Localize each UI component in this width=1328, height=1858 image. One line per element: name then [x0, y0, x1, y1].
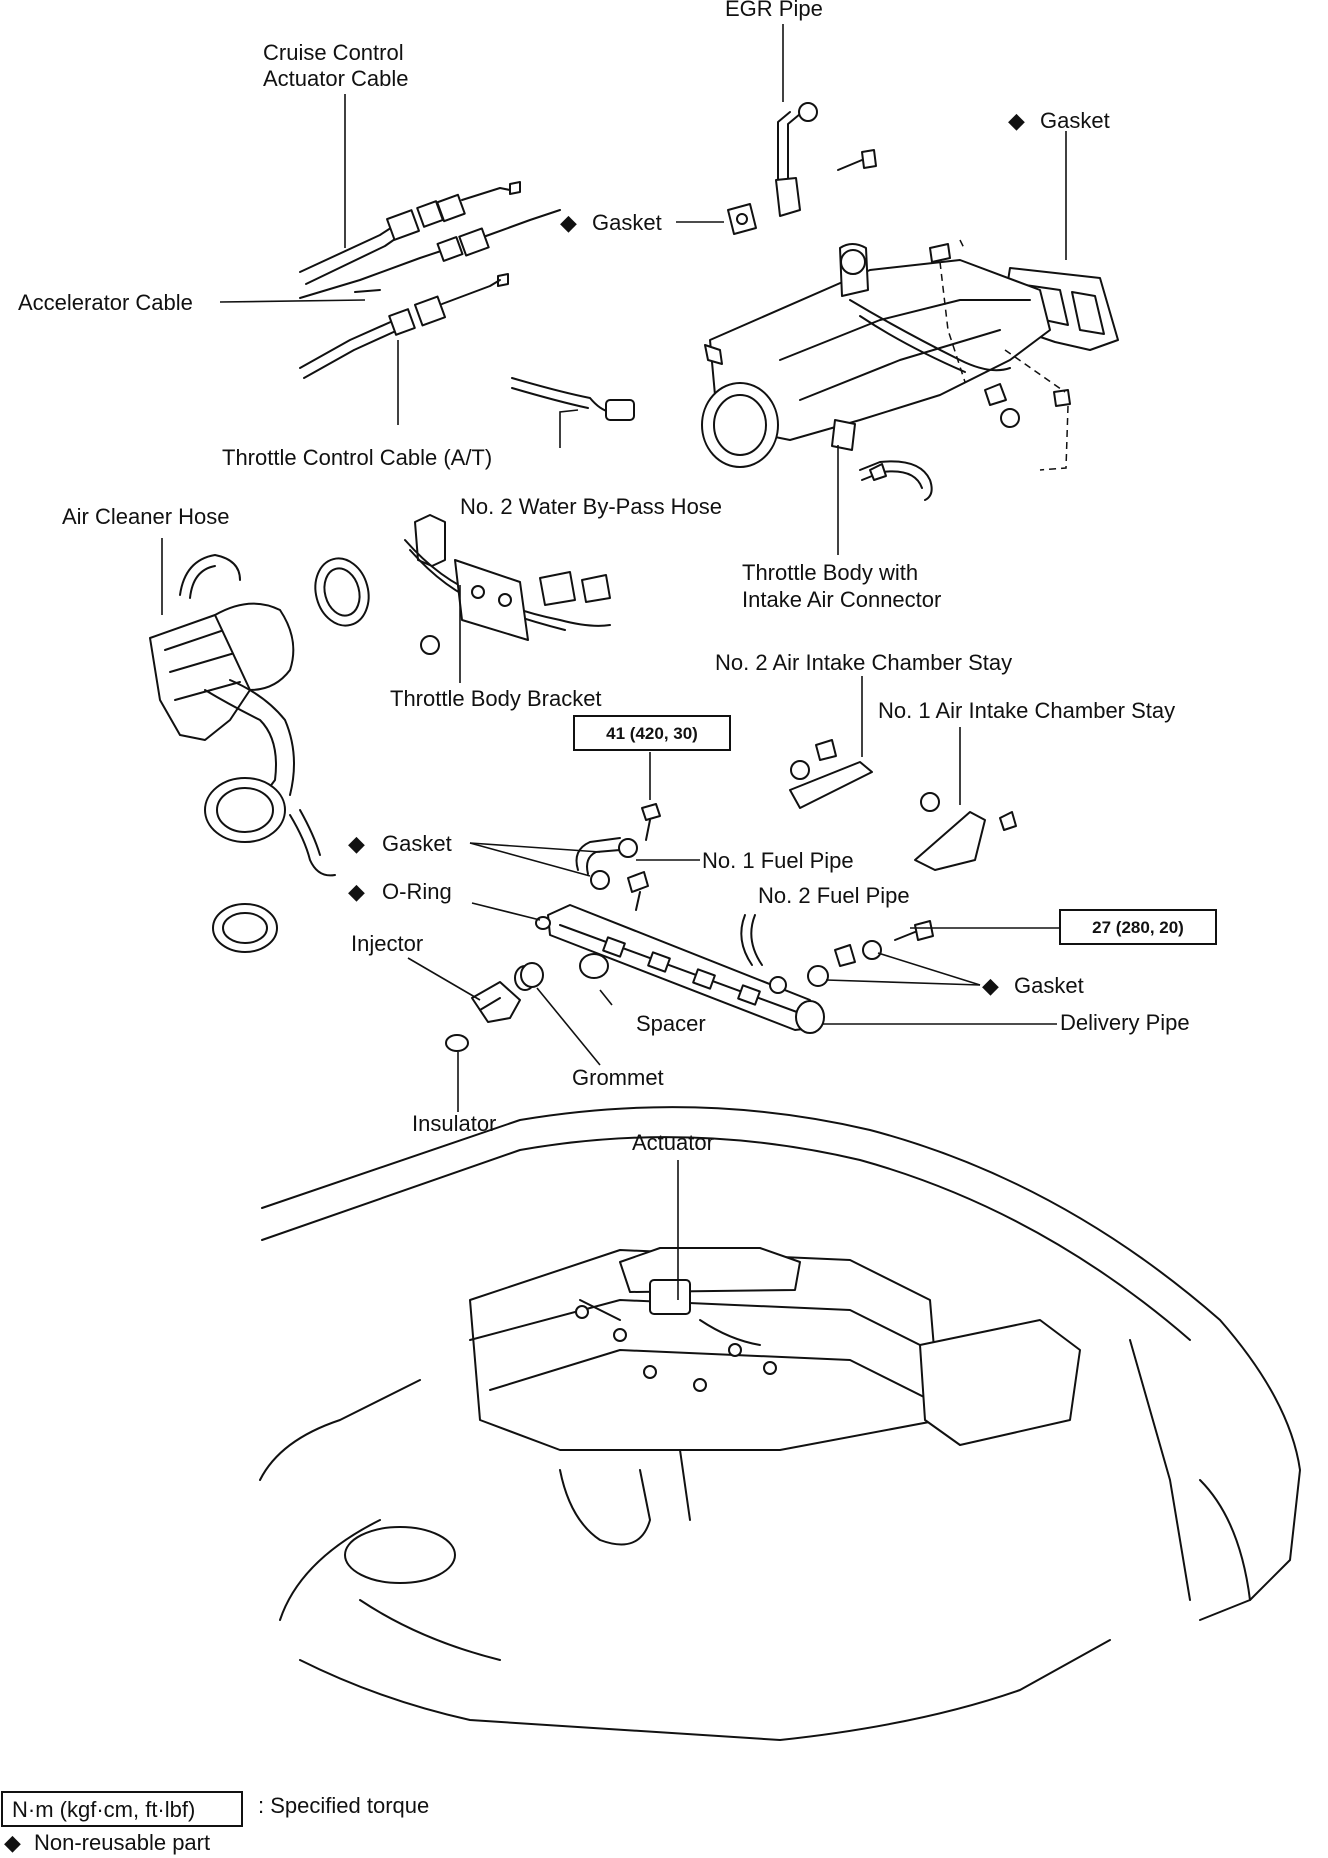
label-no1-stay: No. 1 Air Intake Chamber Stay	[878, 698, 1175, 723]
grommet-drawing	[520, 962, 544, 988]
label-accelerator-cable: Accelerator Cable	[18, 290, 193, 315]
nonreusable-marker-gasket-egr: ◆	[560, 210, 577, 235]
label-no2-fuel-pipe: No. 2 Fuel Pipe	[758, 883, 910, 908]
water-bypass-hose-drawing	[511, 377, 635, 421]
delivery-pipe-bolt-drawing	[894, 920, 934, 941]
no1-stay-drawing	[914, 792, 1017, 871]
nonreusable-marker-gasket-intake: ◆	[1008, 108, 1025, 133]
label-throttle-body-bracket: Throttle Body Bracket	[390, 686, 602, 711]
egr-pipe-drawing	[775, 102, 877, 217]
nonreusable-marker-gasket-delivery: ◆	[982, 973, 999, 998]
label-cruise-cable-line2: Actuator Cable	[263, 66, 409, 91]
label-grommet: Grommet	[572, 1065, 664, 1090]
label-gasket-fuel: Gasket	[382, 831, 452, 856]
label-delivery-pipe: Delivery Pipe	[1060, 1010, 1190, 1035]
label-throttle-body-line1: Throttle Body with	[742, 560, 918, 585]
throttle-body-bracket-drawing	[404, 514, 611, 655]
air-cleaner-clamp-drawing	[314, 557, 370, 627]
spacer-drawing	[579, 953, 609, 979]
engine-bay-drawing	[259, 1106, 1301, 1741]
legend-torque-box	[1, 1791, 243, 1827]
legend: N·m (kgf·cm, ft·lbf) : Specified torque …	[1, 1791, 429, 1855]
label-insulator: Insulator	[412, 1111, 496, 1136]
egr-gasket-drawing	[727, 203, 757, 235]
torque-box-delivery-pipe	[1059, 909, 1217, 945]
legend-nonreusable-marker: ◆	[4, 1830, 21, 1855]
delivery-gasket-drawing	[807, 940, 882, 987]
torque-box-fuel-pipe	[573, 715, 731, 751]
label-egr-pipe: EGR Pipe	[725, 0, 823, 21]
torque-delivery-pipe-bolt: 27 (280, 20)	[1092, 918, 1184, 937]
air-cleaner-hose-drawing	[149, 554, 336, 877]
no1-fuel-pipe-drawing	[575, 837, 649, 911]
label-spacer: Spacer	[636, 1011, 706, 1036]
label-no2-stay: No. 2 Air Intake Chamber Stay	[715, 650, 1012, 675]
no2-fuel-pipe-drawing	[740, 914, 763, 966]
label-cruise-cable-line1: Cruise Control	[263, 40, 404, 65]
insulator-drawing	[445, 1034, 469, 1052]
legend-torque-description: : Specified torque	[258, 1793, 429, 1818]
label-water-bypass-hose: No. 2 Water By-Pass Hose	[460, 494, 722, 519]
fuel-pipe-bolt-drawing	[641, 803, 661, 841]
label-air-cleaner-hose: Air Cleaner Hose	[62, 504, 230, 529]
label-gasket-intake: Gasket	[1040, 108, 1110, 133]
label-gasket-egr: Gasket	[592, 210, 662, 235]
legend-torque-units: N·m (kgf·cm, ft·lbf)	[12, 1797, 195, 1822]
lower-clamp-drawing	[212, 903, 278, 953]
label-actuator: Actuator	[632, 1130, 714, 1155]
label-throttle-body-line2: Intake Air Connector	[742, 587, 941, 612]
throttle-body-drawing	[701, 239, 1071, 501]
label-gasket-delivery: Gasket	[1014, 973, 1084, 998]
accelerator-cable-drawing	[299, 209, 561, 299]
label-no1-fuel-pipe: No. 1 Fuel Pipe	[702, 848, 854, 873]
torque-fuel-pipe-bolt: 41 (420, 30)	[606, 724, 698, 743]
label-o-ring: O-Ring	[382, 879, 452, 904]
delivery-pipe-drawing	[547, 904, 825, 1034]
nonreusable-marker-gasket-fuel: ◆	[348, 831, 365, 856]
no2-stay-drawing	[789, 739, 873, 809]
throttle-control-cable-drawing	[299, 273, 509, 379]
label-throttle-control-cable: Throttle Control Cable (A/T)	[222, 445, 492, 470]
cruise-control-cable-drawing	[299, 181, 521, 285]
label-injector: Injector	[351, 931, 423, 956]
leader-lines	[161, 24, 1067, 1300]
legend-nonreusable-description: Non-reusable part	[34, 1830, 210, 1855]
nonreusable-marker-o-ring: ◆	[348, 879, 365, 904]
